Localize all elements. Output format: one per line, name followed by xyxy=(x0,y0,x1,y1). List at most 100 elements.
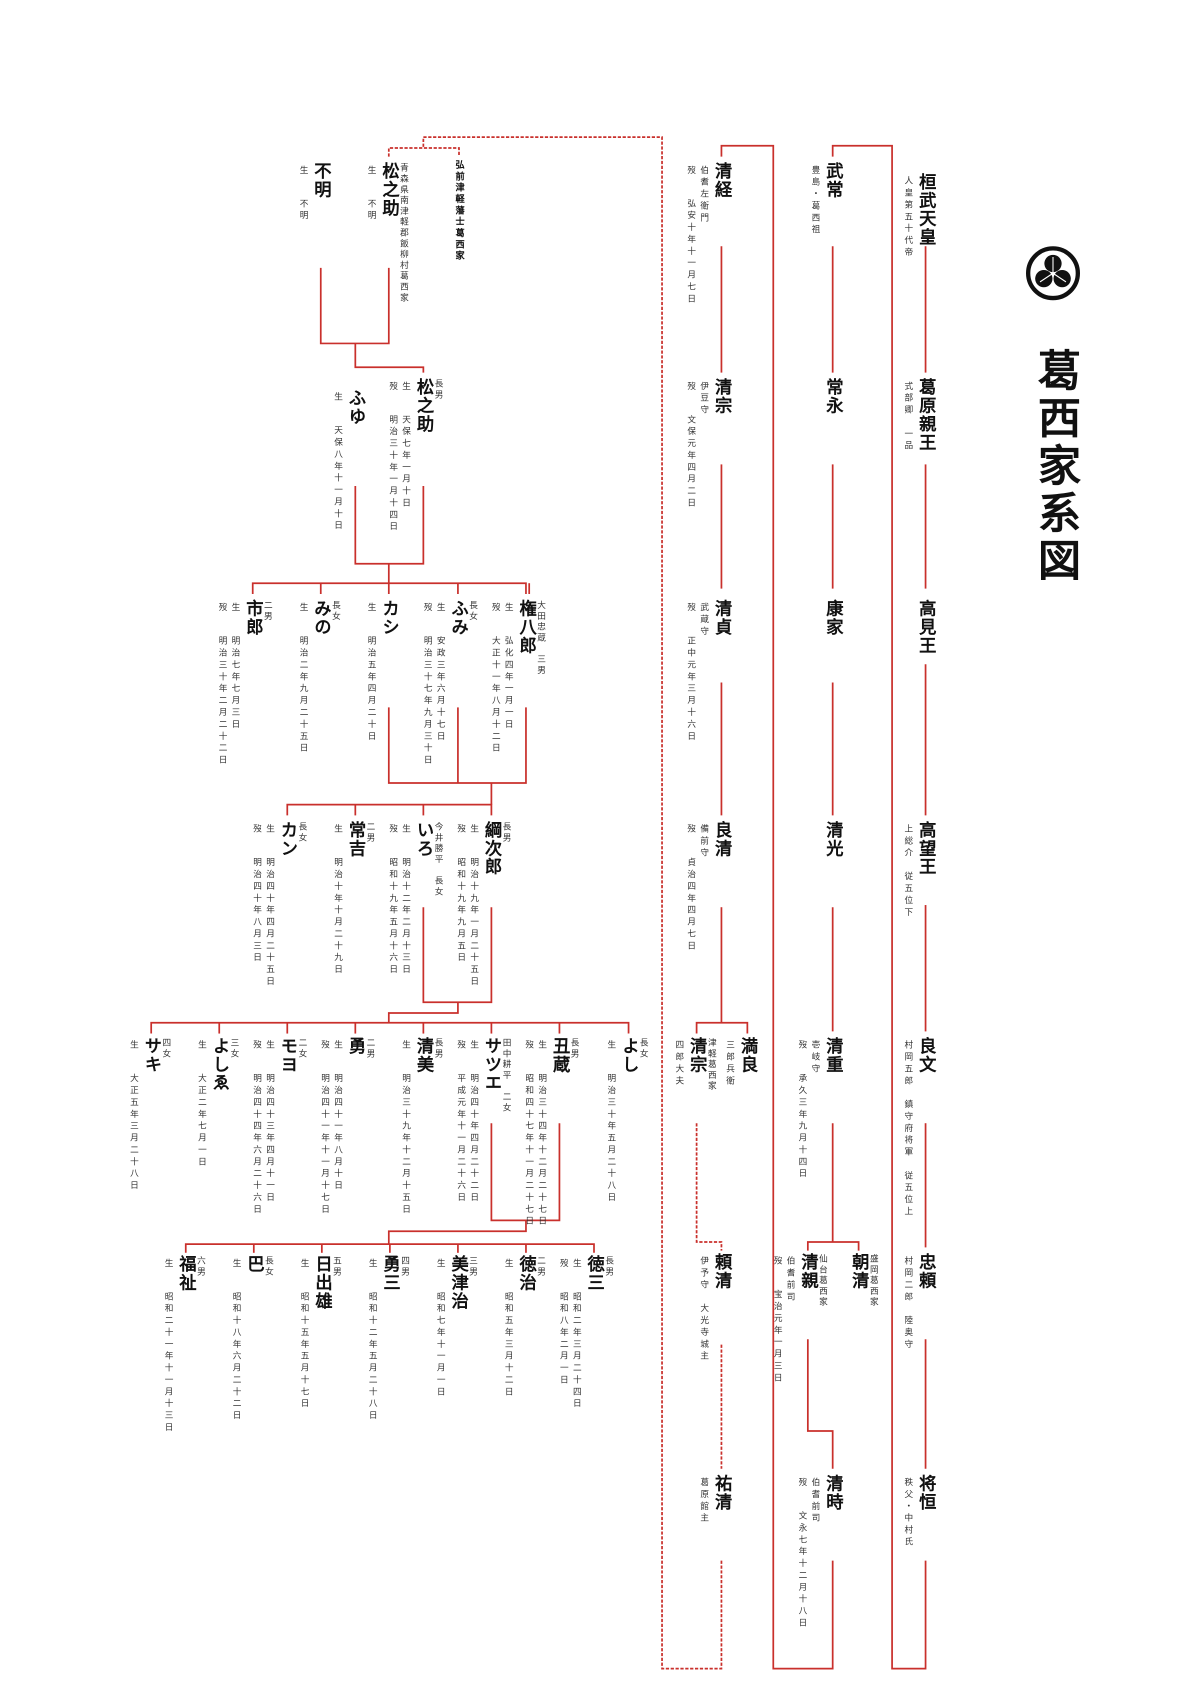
note-date: 明治七年七月三日 xyxy=(231,636,241,732)
lineage-line xyxy=(387,707,527,784)
note-label: 歿 xyxy=(252,1040,263,1052)
note-column: 生安政三年六月十七日 xyxy=(436,603,446,767)
person-name: 清光 xyxy=(822,820,844,858)
note-text: 上総介 従五位下 xyxy=(903,824,914,920)
note-text: 人皇第五十代帝 xyxy=(903,176,914,260)
note-date: 大正五年三月二十八日 xyxy=(129,1073,140,1193)
person-notes: 村岡五郎 鎮守府将軍 従五位上 xyxy=(904,1040,914,1218)
note-column: 歿明治三十年二月二十二日 xyxy=(218,603,228,767)
note-text: 伊予守 大光寺城主 xyxy=(699,1256,710,1363)
person-notes: 上総介 従五位下 xyxy=(904,824,914,919)
note-text: 伊豆守 xyxy=(699,381,710,417)
note-column: 歿正中元年三月十六日 xyxy=(687,603,697,743)
person-name: サキ xyxy=(141,1036,162,1074)
note-label: 歿 xyxy=(218,602,228,615)
person-name: 福祉 xyxy=(176,1254,197,1292)
person-name: 勇三 xyxy=(380,1254,401,1292)
note-column: 歿昭和八年二月一日 xyxy=(559,1258,569,1410)
person-notes: 村岡二郎 陸奥守 xyxy=(904,1256,914,1351)
note-label: 生 xyxy=(368,1258,378,1271)
person-notes: 秩父・中村氏 xyxy=(904,1477,914,1548)
note-label: 生 xyxy=(504,1258,515,1271)
note-column: 伯耆前司 xyxy=(811,1477,821,1629)
note-date: 明治四十一年十一月十七日 xyxy=(320,1073,331,1217)
note-date: 昭和十五年五月十七日 xyxy=(300,1291,310,1411)
note-column: 歿明治四十四年六月二十六日 xyxy=(253,1040,263,1216)
note-column: 歿文永七年十二月十八日 xyxy=(798,1477,808,1629)
person-relation: 青森県南津軽郡飯柳村葛西家 xyxy=(399,163,410,304)
person-notes: 生明治十年十月二十九日 xyxy=(334,824,344,976)
note-column: 生明治三十四年十二月二十七日 xyxy=(538,1040,548,1228)
person-notes: 生昭和十二年五月二十八日 xyxy=(368,1258,378,1422)
person-name: 清重 xyxy=(822,1036,844,1074)
person-name: 不明 xyxy=(311,162,332,199)
note-date: 明治四十四年六月二十六日 xyxy=(252,1073,263,1217)
note-label: 歿 xyxy=(320,1040,331,1052)
person-relation: 長女 xyxy=(331,600,342,623)
person-name: 清美 xyxy=(413,1036,435,1074)
family-branch-label: 弘前津軽藩士葛西家 xyxy=(453,159,465,262)
lineage-line xyxy=(354,343,425,373)
person-relation: 長男 xyxy=(434,1037,444,1060)
person-name: 清貞 xyxy=(711,599,733,637)
note-label: 歿 xyxy=(686,165,697,178)
note-label: 歿 xyxy=(423,602,434,615)
person-notes: 伯耆前司歿文永七年十二月十八日 xyxy=(798,1477,821,1629)
note-column: 歿平成元年十一月二十六日 xyxy=(457,1040,467,1204)
note-label: 生 xyxy=(333,392,344,404)
person-notes: 生明治四十三年四月十一日歿明治四十四年六月二十六日 xyxy=(253,1040,276,1216)
note-column: 生昭和二十一年十一月十三日 xyxy=(164,1258,174,1434)
lineage-line xyxy=(387,1002,459,1023)
person-notes: 生昭和七年十一月一日 xyxy=(436,1258,446,1398)
note-column: 歿文保元年四月二日 xyxy=(687,381,697,510)
note-date: 明治三十四年十二月二十七日 xyxy=(537,1073,548,1228)
person-notes: 四郎大夫 xyxy=(675,1040,685,1088)
person-notes: 生明治三十年五月二十八日 xyxy=(607,1040,617,1204)
note-label: 歿 xyxy=(798,1477,808,1490)
note-column: 生明治五年四月二十日 xyxy=(367,603,377,743)
person-relation: 大田忠蔵 三男 xyxy=(536,600,547,677)
note-column: 生明治四十年四月二十二日 xyxy=(470,1040,480,1204)
note-label: 生 xyxy=(572,1258,583,1271)
note-text: 村岡五郎 鎮守府将軍 従五位上 xyxy=(903,1040,914,1219)
note-label: 歿 xyxy=(686,381,697,394)
person-name: サツエ xyxy=(481,1036,503,1092)
note-date: 明治四十年四月二十二日 xyxy=(469,1073,480,1205)
person-notes: 伯耆左衛門歿弘安十年十一月七日 xyxy=(687,165,710,305)
note-column: 歿昭和十九年五月十六日 xyxy=(389,824,399,976)
person-notes: 備前守歿貞治四年四月七日 xyxy=(687,824,710,953)
lineage-line xyxy=(387,1220,527,1245)
person-notes: 生弘化四年一月一日歿大正十一年八月十二日 xyxy=(491,603,514,755)
note-date: 明治三十年五月二十八日 xyxy=(606,1073,617,1205)
person-name: 常永 xyxy=(822,378,844,415)
person-relation: 四男 xyxy=(400,1256,411,1278)
person-notes: 生明治七年七月三日歿明治三十年二月二十二日 xyxy=(218,603,241,767)
note-date: 昭和十八年六月二十二日 xyxy=(232,1291,242,1423)
person-notes: 生明治五年四月二十日 xyxy=(367,603,377,743)
note-date: 明治三十七年九月三十日 xyxy=(423,636,434,767)
note-text: 豊島・葛西祖 xyxy=(811,165,821,237)
person-name: 清宗 xyxy=(686,1036,708,1074)
person-notes: 伊予守 大光寺城主 xyxy=(700,1256,710,1363)
lineage-line xyxy=(150,1021,630,1034)
person-notes: 伊豆守歿文保元年四月二日 xyxy=(687,381,710,510)
note-text: 伯耆前司 xyxy=(811,1477,821,1525)
note-date: 明治十年十月二十九日 xyxy=(333,857,344,977)
note-label: 生 xyxy=(232,1258,242,1271)
person-notes: 生昭和二年三月二十四日歿昭和八年二月一日 xyxy=(559,1258,582,1410)
note-date: 昭和十九年九月五日 xyxy=(456,857,467,965)
person-notes: 生明治四十年四月二十五日歿明治四十年八月三日 xyxy=(253,824,276,988)
person-relation: 二男 xyxy=(366,1037,376,1060)
note-label: 生 xyxy=(129,1040,140,1052)
note-text: 武蔵守 xyxy=(699,602,710,639)
note-column: 生昭和十五年五月十七日 xyxy=(300,1258,310,1410)
note-text: 秩父・中村氏 xyxy=(903,1477,914,1549)
person-notes: 生明治三十九年十二月十五日 xyxy=(402,1040,412,1216)
note-label: 生 xyxy=(333,1040,344,1052)
note-label: 生 xyxy=(436,602,447,615)
person-notes: 生明治十二年二月十三日歿昭和十九年五月十六日 xyxy=(389,824,412,976)
note-date: 天保八年十一月十日 xyxy=(333,425,344,533)
lineage-line xyxy=(286,803,493,816)
note-column: 生明治七年七月三日 xyxy=(231,603,241,767)
